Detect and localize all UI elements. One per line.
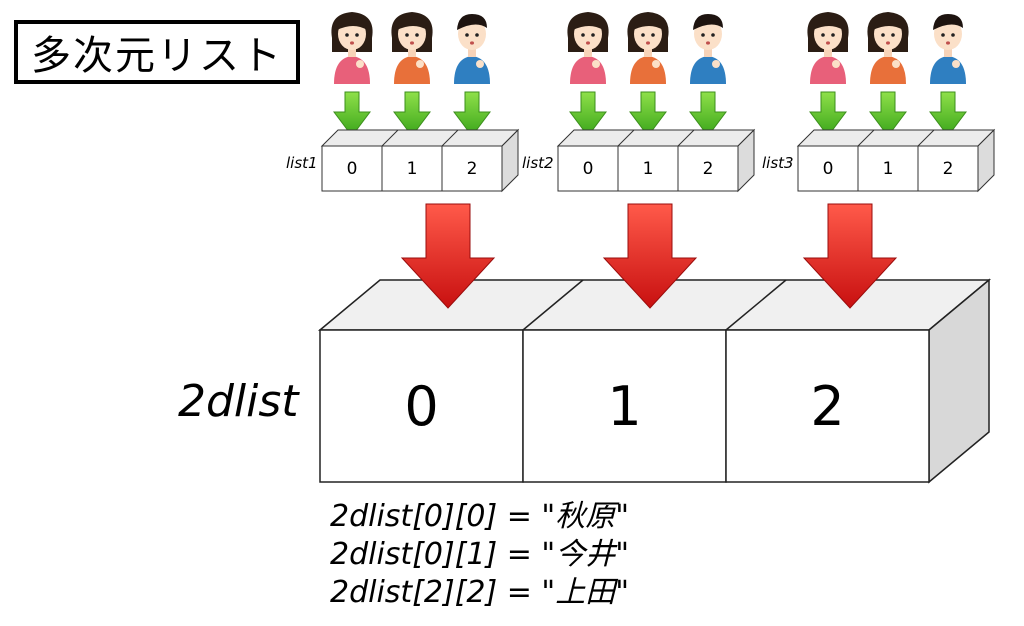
list-1-cell [381,145,443,192]
list-3-cell-label: 1 [882,159,894,179]
example-line-3: 2dlist[2][2] = "上田" [330,575,629,610]
person-orange-icon [867,12,909,84]
main-list-cell-label: 1 [607,375,642,438]
list-1-cell-label: 2 [466,159,478,179]
main-list-box [317,278,992,484]
green-down-arrow-icon [809,91,847,137]
person-pink-icon [331,12,373,84]
green-down-arrow-icon [929,91,967,137]
list-3-box [796,128,996,193]
green-down-arrow-icon [629,91,667,137]
list-2-cell-label: 1 [642,159,654,179]
list-2-cell-label: 0 [582,159,594,179]
list-1-cell [441,145,503,192]
list-3-cell [797,145,859,192]
list-1-cell-label: 0 [346,159,358,179]
list-3-cell [857,145,919,192]
list-2-label: list2 [522,154,554,172]
main-list-cell [319,329,524,483]
green-down-arrow-icon [569,91,607,137]
list-1-label: list1 [286,154,318,172]
list-2-box [556,128,756,193]
person-blue-icon [930,14,966,84]
person-orange-icon [627,12,669,84]
main-list-cell-label: 0 [404,375,439,438]
person-blue-icon [690,14,726,84]
example-line-2: 2dlist[0][1] = "今井" [330,537,629,572]
person-pink-icon [567,12,609,84]
list-2-cell [677,145,739,192]
green-down-arrow-icon [393,91,431,137]
list-2-cell-label: 2 [702,159,714,179]
list-1-box [320,128,520,193]
list-3-cell [917,145,979,192]
list-3-label: list3 [762,154,794,172]
person-pink-icon [807,12,849,84]
list-3-cell-label: 0 [822,159,834,179]
green-down-arrow-icon [453,91,491,137]
list-1-cell [321,145,383,192]
green-down-arrow-icon [689,91,727,137]
main-list-cell [522,329,727,483]
green-down-arrow-icon [333,91,371,137]
list-1-cell-label: 1 [406,159,418,179]
red-down-arrow-icon [400,203,496,309]
page-title: 多次元リスト [14,20,300,84]
red-down-arrow-icon [802,203,898,309]
example-line-1: 2dlist[0][0] = "秋原" [330,499,629,534]
green-down-arrow-icon [869,91,907,137]
person-orange-icon [391,12,433,84]
example-code: 2dlist[0][0] = "秋原" 2dlist[0][1] = "今井" … [330,498,629,612]
main-list-cell [725,329,930,483]
list-2-cell [557,145,619,192]
person-blue-icon [454,14,490,84]
main-list-cell-label: 2 [810,375,845,438]
red-down-arrow-icon [602,203,698,309]
main-list-label: 2dlist [178,376,299,427]
list-3-cell-label: 2 [942,159,954,179]
